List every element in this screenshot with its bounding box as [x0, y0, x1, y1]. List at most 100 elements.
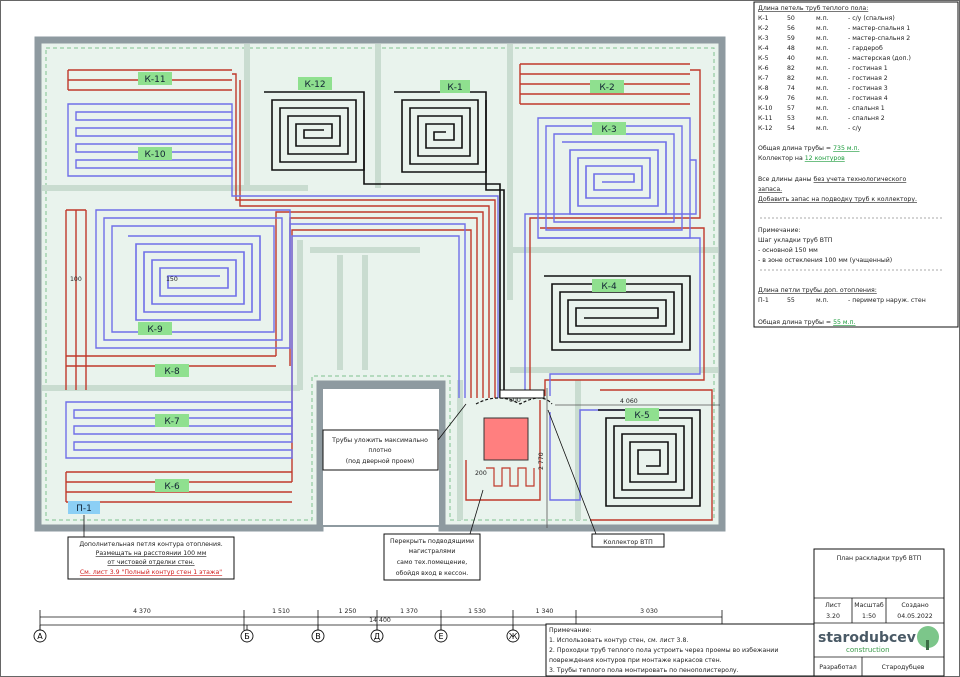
svg-text:К-8: К-8 — [164, 367, 180, 377]
spec-cell-len: 82 — [787, 75, 795, 82]
loop-label-k6: К-6 — [155, 479, 189, 492]
spec-cell-room: - с/у — [848, 125, 862, 132]
dim-total: 14 400 — [369, 617, 391, 624]
svg-text:Б: Б — [244, 632, 250, 641]
spec-cell-id: К-12 — [758, 125, 773, 132]
axis-marker: Е — [434, 625, 448, 643]
spec-cell-unit: м.п. — [816, 25, 829, 32]
spec-cell-room: - с/у (спальня) — [848, 15, 895, 22]
spec-cell-unit: м.п. — [816, 95, 829, 102]
pitch-dim-150: 150 — [166, 276, 178, 283]
svg-text:К-7: К-7 — [164, 417, 179, 427]
spec-cell-unit: м.п. — [816, 15, 829, 22]
callout-perimeter-loop: Дополнительная петля контура отопления. … — [67, 515, 235, 580]
dim-segment: 1 250 — [339, 608, 357, 615]
dim-segment: 1 340 — [536, 608, 554, 615]
spec-cell-len: 76 — [787, 95, 795, 102]
loop-label-k12: К-12 — [298, 77, 332, 90]
svg-text:А: А — [37, 632, 43, 641]
svg-text:В: В — [315, 632, 321, 641]
loop-label-k1: К-1 — [440, 80, 470, 93]
svg-text:К-12: К-12 — [304, 80, 325, 90]
svg-text:2. Проходки труб теплого пола: 2. Проходки труб теплого пола устроить ч… — [549, 646, 778, 654]
loop-label-k10: К-10 — [138, 147, 172, 160]
svg-text:См. лист 3.9 "Полный контур ст: См. лист 3.9 "Полный контур стен 1 этажа… — [80, 568, 222, 576]
spec-cell-id: К-6 — [758, 65, 769, 72]
svg-text:- периметр наруж. стен: - периметр наруж. стен — [848, 297, 926, 304]
dim-segment: 1 510 — [272, 608, 290, 615]
svg-text:от чистовой отделки стен.: от чистовой отделки стен. — [107, 558, 194, 566]
svg-text:П-1: П-1 — [76, 504, 92, 514]
spec-cell-unit: м.п. — [816, 55, 829, 62]
spec-cell-id: К-3 — [758, 35, 769, 42]
spec-cell-id: К-8 — [758, 85, 769, 92]
spec-cell-id: К-4 — [758, 45, 769, 52]
spec-cell-room: - гостиная 2 — [848, 75, 888, 82]
svg-text:Лист: Лист — [825, 602, 841, 609]
callout-collector: Коллектор ВТП — [547, 409, 665, 548]
dim-segment: 4 370 — [133, 608, 151, 615]
svg-text:К-9: К-9 — [147, 325, 163, 335]
svg-text:Ж: Ж — [509, 632, 518, 641]
spec-cell-unit: м.п. — [816, 75, 829, 82]
svg-text:Перекрыть подводящими: Перекрыть подводящими — [390, 538, 474, 545]
spec-cell-unit: м.п. — [816, 85, 829, 92]
dim-4060: 4 060 — [620, 398, 638, 405]
svg-text:магистралями: магистралями — [409, 548, 456, 555]
drawing-title: План раскладки труб ВТП — [837, 554, 922, 562]
svg-text:К-6: К-6 — [164, 482, 180, 492]
spec-row: К-5 40 м.п. - мастерская (доп.) — [758, 55, 911, 62]
loop-label-p1: П-1 — [68, 501, 100, 514]
loop-label-k7: К-7 — [155, 414, 189, 427]
svg-text:(под дверной проем): (под дверной проем) — [346, 457, 415, 465]
svg-text:Стародубцев: Стародубцев — [882, 663, 925, 671]
loop-label-k3: К-3 — [592, 122, 626, 135]
callout-pipes-tight: Трубы уложить максимально плотно (под дв… — [322, 403, 467, 471]
svg-text:55: 55 — [787, 297, 795, 304]
tech-room — [475, 388, 720, 528]
spec-cell-id: К-9 — [758, 95, 769, 102]
spec-cell-len: 40 — [787, 55, 795, 62]
pitch-dim-100: 100 — [70, 276, 82, 283]
svg-text:Добавить запас на подводку тру: Добавить запас на подводку труб к коллек… — [758, 195, 917, 203]
svg-text:1:50: 1:50 — [862, 613, 876, 620]
svg-text:К-5: К-5 — [634, 411, 649, 421]
loop-label-k11: К-11 — [138, 72, 172, 85]
svg-text:Примечание:: Примечание: — [549, 627, 591, 634]
spec-cell-room: - мастер-спальня 1 — [848, 25, 910, 32]
spec-cell-id: К-5 — [758, 55, 769, 62]
axis-marker: А — [33, 625, 47, 643]
spec-cell-room: - спальня 2 — [848, 115, 885, 122]
spec-cell-id: К-1 — [758, 15, 769, 22]
svg-text:Длина петель труб теплого пола: Длина петель труб теплого пола: — [758, 4, 868, 12]
spec-cell-room: - мастерская (доп.) — [848, 55, 911, 62]
svg-text:К-2: К-2 — [599, 83, 614, 93]
dim-segment: 1 370 — [400, 608, 418, 615]
spec-cell-len: 54 — [787, 125, 795, 132]
spec-cell-len: 53 — [787, 115, 795, 122]
svg-text:К-10: К-10 — [144, 150, 165, 160]
svg-text:Длина петли трубы доп. отоплен: Длина петли трубы доп. отопления: — [758, 286, 877, 294]
svg-text:К-11: К-11 — [144, 75, 165, 85]
dim-600: 600 — [509, 397, 521, 404]
svg-text:Общая длина трубы = 735 м.п.: Общая длина трубы = 735 м.п. — [758, 144, 860, 152]
dim-200: 200 — [475, 470, 487, 477]
svg-text:само тех.помещение,: само тех.помещение, — [397, 559, 467, 566]
loop-label-k2: К-2 — [590, 80, 624, 93]
svg-text:плотно: плотно — [368, 447, 391, 454]
axis-marker: Б — [240, 625, 254, 643]
svg-text:04.05.2022: 04.05.2022 — [897, 613, 932, 620]
spec-cell-len: 59 — [787, 35, 795, 42]
spec-cell-id: К-11 — [758, 115, 773, 122]
spec-cell-len: 82 — [787, 65, 795, 72]
axis-marker: В — [311, 625, 325, 643]
loop-label-k9: К-9 — [138, 322, 172, 335]
